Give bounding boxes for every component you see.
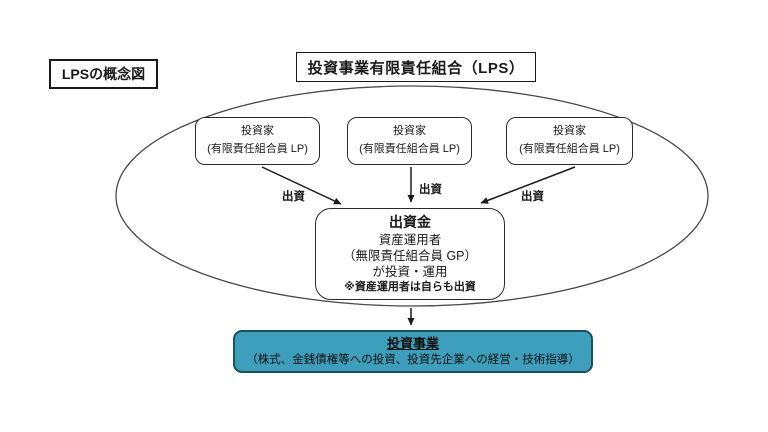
investor-name: 投資家 [393, 125, 426, 138]
investor-name: 投資家 [241, 125, 274, 138]
partnership-ellipse [115, 85, 709, 307]
investor-role: (有限責任組合員 LP) [359, 143, 460, 155]
diagram-title: 投資事業有限責任組合（LPS） [307, 59, 525, 77]
fund-box: 出資金 資産運用者 （無限責任組合員 GP） が投資・運用 ※資産運用者は自らも… [315, 208, 505, 300]
contribution-label-right: 出資 [521, 191, 544, 203]
diagram-title-box: 投資事業有限責任組合（LPS） [296, 52, 536, 82]
fund-activity: が投資・運用 [372, 264, 448, 279]
contribution-arrow-right [480, 166, 576, 204]
legend-title-box: LPSの概念図 [49, 59, 158, 89]
contribution-label-middle: 出資 [419, 184, 442, 196]
fund-title: 出資金 [389, 214, 431, 230]
business-title: 投資事業 [386, 335, 439, 351]
contribution-label-left: 出資 [282, 191, 305, 203]
fund-manager-role: （無限責任組合員 GP） [342, 248, 478, 263]
investor-box-1: 投資家 (有限責任組合員 LP) [195, 117, 320, 165]
fund-manager: 資産運用者 [378, 232, 442, 247]
investor-box-2: 投資家 (有限責任組合員 LP) [347, 117, 472, 165]
investor-role: (有限責任組合員 LP) [519, 143, 620, 155]
business-box: 投資事業 （株式、金銭債権等への投資、投資先企業への経営・技術指導） [233, 330, 593, 373]
fund-note: ※資産運用者は自らも出資 [344, 280, 476, 293]
investor-box-3: 投資家 (有限責任組合員 LP) [506, 117, 633, 165]
contribution-arrow-left [261, 166, 342, 205]
investor-role: (有限責任組合員 LP) [207, 143, 308, 155]
legend-title: LPSの概念図 [61, 66, 146, 82]
business-subtitle: （株式、金銭債権等への投資、投資先企業への経営・技術指導） [246, 353, 580, 366]
investor-name: 投資家 [553, 125, 586, 138]
